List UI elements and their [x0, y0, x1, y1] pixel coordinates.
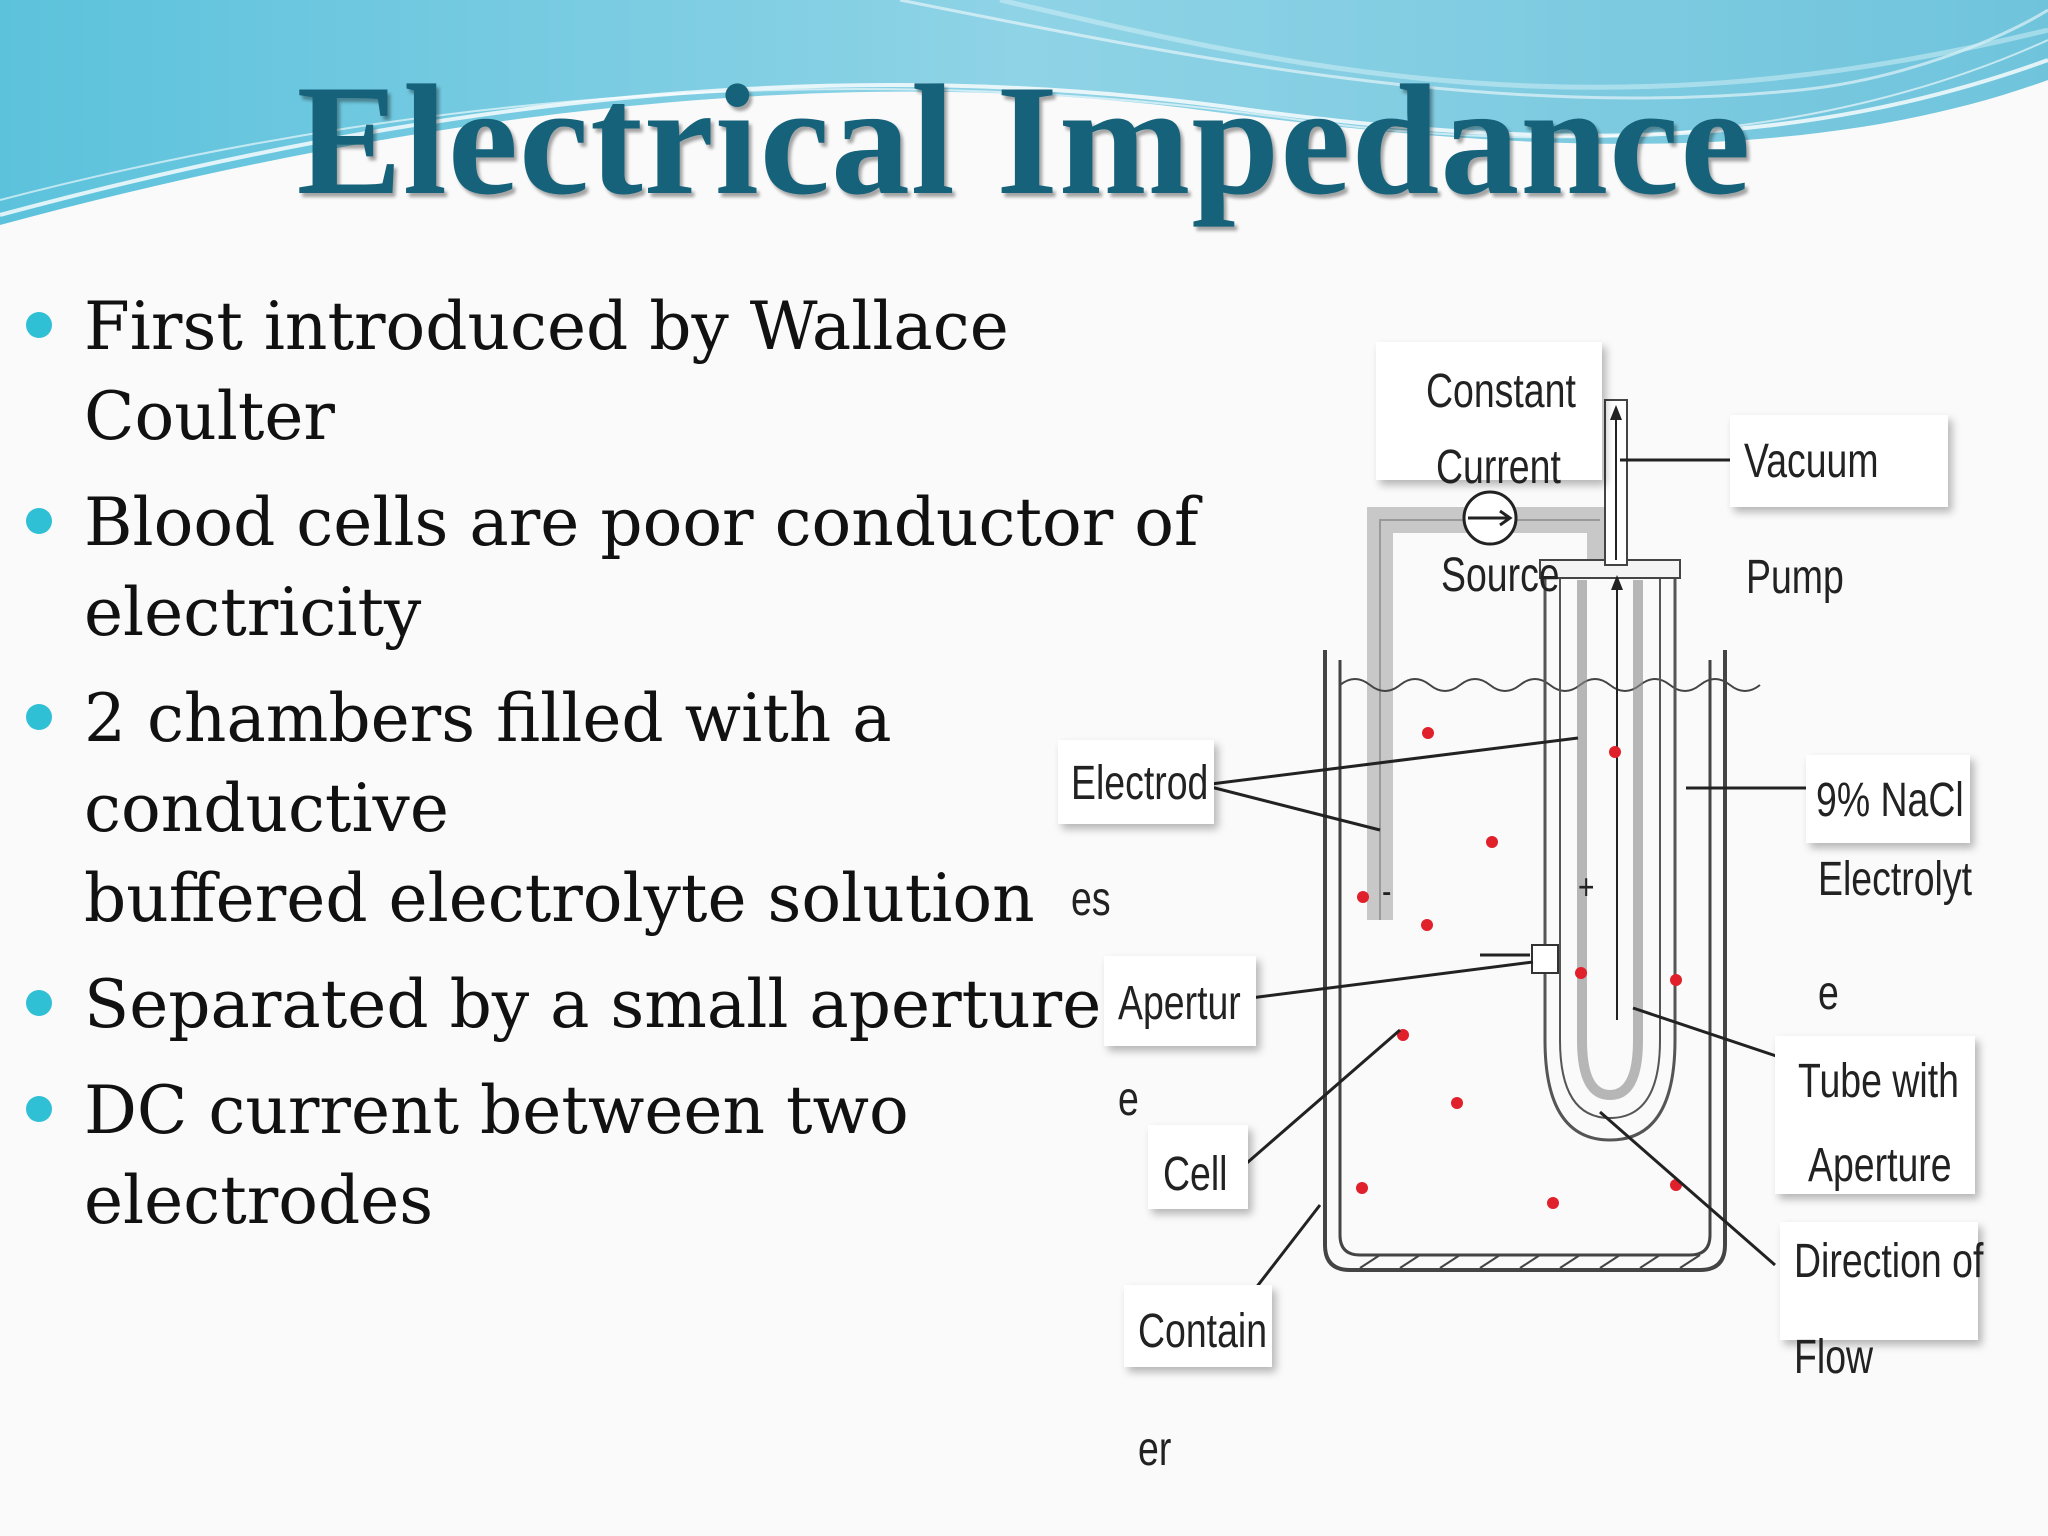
background-wave [0, 0, 2048, 240]
label-es: es [1071, 873, 1111, 926]
label-pump: Pump [1746, 551, 1844, 604]
label-constant: Constant [1426, 365, 1576, 418]
aperture-label-box [1104, 956, 1256, 1046]
bullet-line: DC current between two [84, 1072, 909, 1149]
label-source: Source [1441, 549, 1560, 602]
bullet-line: electrodes [84, 1162, 434, 1239]
label-aperture: Aperture [1808, 1139, 1952, 1192]
label-electrolyt: Electrolyt [1818, 853, 1972, 906]
cell-label-box [1148, 1125, 1248, 1209]
plus-sign: + [1578, 866, 1595, 907]
label-nacl: 9% NaCl [1816, 774, 1964, 827]
bullet-item: 2 chambers filled with a conductive buff… [24, 674, 1164, 944]
vacuum-label-box [1730, 415, 1948, 507]
constant-current-source-label [1376, 342, 1602, 480]
label-current: Current [1436, 441, 1561, 494]
bullet-line: 2 chambers filled with a [84, 680, 892, 757]
label-flow: Flow [1794, 1331, 1874, 1384]
bullet-marker [26, 704, 52, 730]
cells [1356, 727, 1682, 1209]
bullet-line: Coulter [84, 378, 335, 455]
electrodes-label-box [1058, 740, 1214, 824]
bullet-item: Blood cells are poor conductor of electr… [24, 478, 1199, 658]
label-electrod: Electrod [1071, 757, 1209, 810]
direction-of-flow-label-box [1780, 1222, 1978, 1340]
bullet-line: conductive [84, 770, 449, 847]
label-vacuum: Vacuum [1744, 435, 1879, 488]
label-er: er [1138, 1423, 1172, 1476]
bullet-line: First introduced by Wallace [84, 288, 1009, 365]
label-apertur: Apertur [1118, 977, 1241, 1030]
nacl-label-box [1806, 755, 1970, 843]
tube-with-aperture-label-box [1775, 1036, 1975, 1194]
label-cell: Cell [1163, 1148, 1228, 1201]
slide-title: Electrical Impedance [296, 53, 1752, 228]
bullet-item: Separated by a small aperture [24, 960, 1164, 1050]
label-e-electrolyte: e [1818, 967, 1839, 1020]
container-label-box [1124, 1285, 1272, 1367]
aperture-tube [1480, 399, 1681, 1142]
bullet-item: DC current between two electrodes [24, 1066, 1164, 1246]
bullet-line: electricity [84, 574, 422, 651]
container [1323, 650, 1761, 1272]
bullet-marker [26, 990, 52, 1016]
label-direction-of: Direction of [1794, 1235, 1984, 1288]
bullet-line: Blood cells are poor conductor of [84, 484, 1199, 561]
bullet-item: First introduced by Wallace Coulter [24, 282, 1164, 462]
bullet-marker [26, 312, 52, 338]
bullet-list: First introduced by Wallace Coulter Bloo… [24, 282, 1199, 1262]
bullet-marker [26, 508, 52, 534]
label-contain: Contain [1138, 1305, 1268, 1358]
label-tube-with: Tube with [1798, 1055, 1959, 1108]
bullet-marker [26, 1096, 52, 1122]
minus-sign: - [1382, 870, 1392, 911]
bullet-line: buffered electrolyte solution [84, 860, 1035, 937]
bullet-line: Separated by a small aperture [84, 966, 1102, 1043]
label-e-aperture: e [1118, 1073, 1139, 1126]
